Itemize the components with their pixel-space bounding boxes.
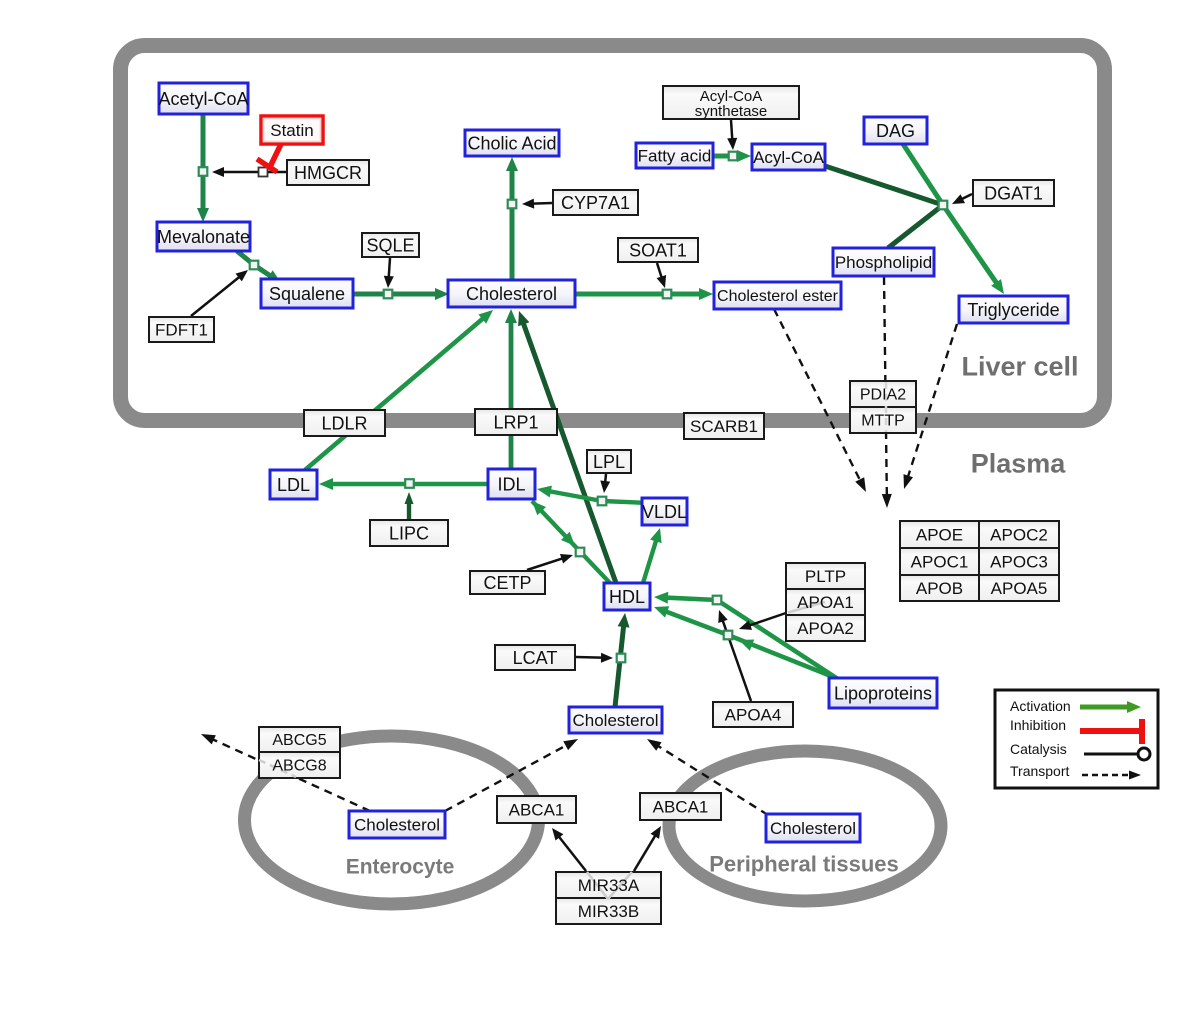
svg-text:FDFT1: FDFT1 <box>155 320 208 339</box>
svg-text:LPL: LPL <box>593 452 625 472</box>
svg-text:SQLE: SQLE <box>366 235 414 255</box>
svg-text:APOA5: APOA5 <box>991 579 1048 598</box>
svg-text:CYP7A1: CYP7A1 <box>561 193 630 213</box>
svg-text:ABCA1: ABCA1 <box>653 797 709 816</box>
svg-text:Activation: Activation <box>1010 698 1071 714</box>
svg-text:Triglyceride: Triglyceride <box>967 300 1059 320</box>
svg-text:Statin: Statin <box>270 121 313 140</box>
svg-text:Mevalonate: Mevalonate <box>157 227 250 247</box>
svg-text:Liver cell: Liver cell <box>961 351 1078 381</box>
svg-text:APOA4: APOA4 <box>725 705 782 724</box>
svg-text:LIPC: LIPC <box>389 523 429 543</box>
svg-text:ABCG8: ABCG8 <box>272 758 326 775</box>
svg-text:Catalysis: Catalysis <box>1010 741 1067 757</box>
svg-text:Phospholipid: Phospholipid <box>835 253 932 272</box>
svg-text:PDIA2: PDIA2 <box>860 387 906 404</box>
svg-text:LDL: LDL <box>277 475 310 495</box>
svg-text:APOC1: APOC1 <box>911 552 969 571</box>
svg-text:LDLR: LDLR <box>321 413 367 433</box>
svg-text:HDL: HDL <box>609 587 645 607</box>
svg-text:IDL: IDL <box>497 474 525 494</box>
svg-text:PLTP: PLTP <box>805 567 846 586</box>
svg-text:Cholesterol ester: Cholesterol ester <box>717 288 839 305</box>
svg-text:Cholesterol: Cholesterol <box>573 711 659 730</box>
svg-text:CETP: CETP <box>483 573 531 593</box>
svg-text:Cholic Acid: Cholic Acid <box>467 133 556 153</box>
svg-text:SCARB1: SCARB1 <box>690 417 758 436</box>
svg-text:Squalene: Squalene <box>269 284 345 304</box>
svg-text:Cholesterol: Cholesterol <box>466 284 557 304</box>
svg-text:MIR33A: MIR33A <box>578 876 640 895</box>
svg-text:APOE: APOE <box>916 525 963 544</box>
svg-text:Transport: Transport <box>1010 763 1070 779</box>
svg-text:ABCG5: ABCG5 <box>272 732 326 749</box>
svg-text:LCAT: LCAT <box>513 648 558 668</box>
svg-text:Plasma: Plasma <box>971 448 1067 478</box>
svg-text:APOC3: APOC3 <box>990 552 1048 571</box>
svg-text:MTTP: MTTP <box>861 413 905 430</box>
svg-text:HMGCR: HMGCR <box>294 163 362 183</box>
svg-text:SOAT1: SOAT1 <box>629 240 687 260</box>
svg-text:Cholesterol: Cholesterol <box>354 815 440 834</box>
svg-text:DAG: DAG <box>876 121 915 141</box>
svg-text:Enterocyte: Enterocyte <box>346 855 455 878</box>
svg-text:ABCA1: ABCA1 <box>509 800 565 819</box>
svg-text:DGAT1: DGAT1 <box>984 183 1043 203</box>
svg-text:Acyl-CoA: Acyl-CoA <box>700 88 763 105</box>
svg-text:APOA1: APOA1 <box>797 593 854 612</box>
svg-text:Cholesterol: Cholesterol <box>770 819 856 838</box>
svg-text:VLDL: VLDL <box>642 502 687 522</box>
svg-text:Fatty acid: Fatty acid <box>638 146 712 165</box>
svg-text:APOA2: APOA2 <box>797 619 854 638</box>
svg-text:Inhibition: Inhibition <box>1010 717 1066 733</box>
svg-text:Peripheral tissues: Peripheral tissues <box>709 852 899 877</box>
svg-text:Acyl-CoA: Acyl-CoA <box>753 148 825 167</box>
svg-text:APOB: APOB <box>916 579 963 598</box>
svg-text:APOC2: APOC2 <box>990 525 1048 544</box>
svg-text:MIR33B: MIR33B <box>578 902 639 921</box>
svg-text:Lipoproteins: Lipoproteins <box>834 683 932 703</box>
svg-text:synthetase: synthetase <box>695 103 768 120</box>
svg-text:Acetyl-CoA: Acetyl-CoA <box>158 89 248 109</box>
svg-text:LRP1: LRP1 <box>493 412 538 432</box>
